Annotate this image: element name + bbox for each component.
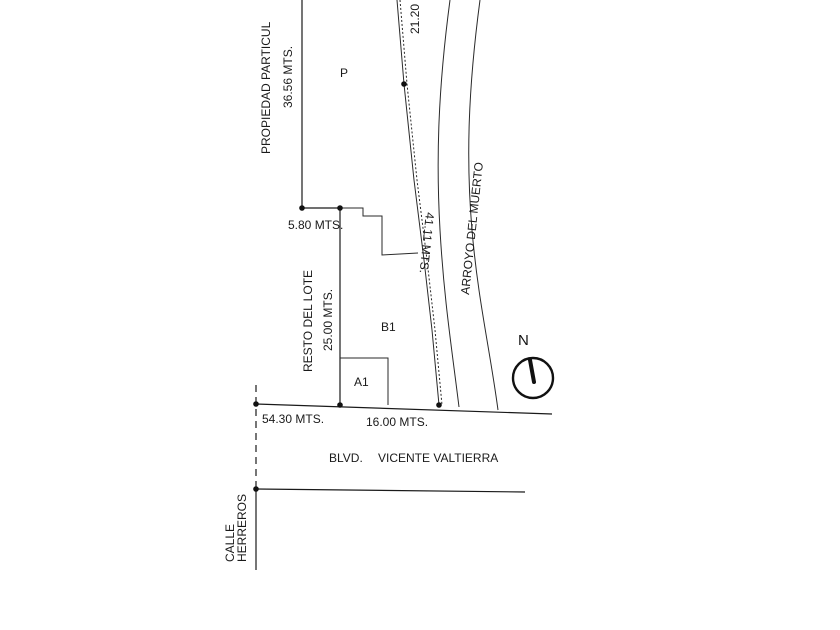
north-arrow-circle	[511, 356, 555, 400]
stream-label: ARROYO DEL MUERTO	[458, 161, 486, 295]
step-width-label: 5.80 MTS.	[288, 218, 343, 232]
front-left-label: 54.30 MTS.	[262, 412, 324, 426]
north-arrow-needle	[528, 358, 536, 384]
a1-lot-label: A1	[354, 375, 369, 389]
b1-lot-label: B1	[381, 320, 396, 334]
blvd-south-edge	[255, 488, 526, 493]
boulevard-prefix-label: BLVD.	[329, 451, 363, 465]
rest-of-lot-label: RESTO DEL LOTE	[301, 270, 315, 372]
east-boundary-line	[396, 0, 440, 406]
owner-property-label: PROPIEDAD PARTICUL	[259, 21, 273, 154]
vertex-point	[299, 205, 305, 211]
p-lot-label: P	[340, 66, 348, 80]
vertex-point	[401, 81, 407, 87]
p-width-label: 36.56 MTS.	[281, 46, 295, 108]
cross-street-label-line1: CALLE	[223, 524, 237, 562]
east-boundary-dotted	[399, 0, 443, 406]
north-arrow: N	[511, 332, 555, 400]
stream-bank-east	[468, 0, 499, 411]
vertex-point	[436, 402, 442, 408]
stepped-boundary	[340, 207, 419, 256]
boulevard-name-label: VICENTE VALTIERRA	[378, 451, 498, 465]
blvd-north-edge	[255, 403, 553, 415]
stream-bank-west	[437, 0, 460, 408]
diagonal-top-label: 21.20	[408, 4, 422, 34]
north-label: N	[518, 332, 529, 349]
cross-street-label-line2: HERREROS	[235, 494, 249, 562]
vertex-point	[337, 402, 343, 408]
east-side-label: 41.11 MTS.	[417, 212, 437, 274]
vertex-point	[253, 401, 259, 407]
vertex-point	[253, 486, 259, 492]
a1-boundary	[340, 357, 389, 405]
vertex-point	[337, 205, 343, 211]
front-right-label: 16.00 MTS.	[366, 415, 428, 429]
b1-depth-label: 25.00 MTS.	[321, 289, 335, 351]
